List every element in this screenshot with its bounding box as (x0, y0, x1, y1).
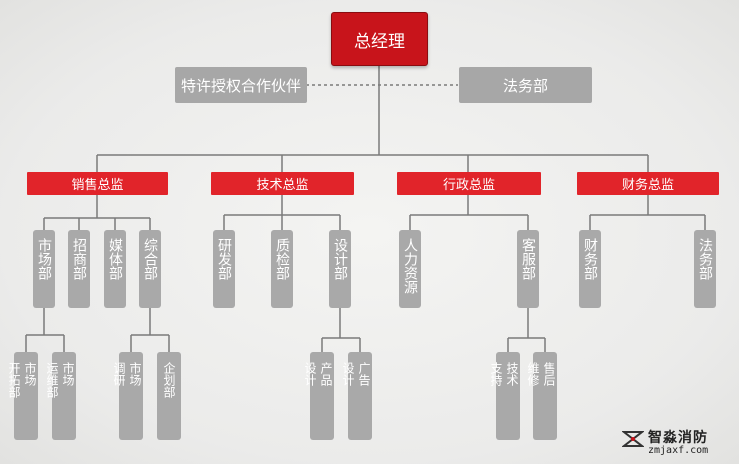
label-column: 市场 (23, 362, 37, 386)
node-general-dept: 综合部 (139, 230, 161, 308)
node-design-dept: 设计部 (329, 230, 351, 308)
node-rnd-dept: 研发部 (213, 230, 235, 308)
node-after-sales: 售后维修 (526, 352, 557, 440)
label-column: 产品 (319, 362, 333, 386)
watermark-url: zmjaxf.com (648, 445, 709, 456)
node-product-design: 产品设计 (303, 352, 334, 440)
watermark-name: 智淼消防 (648, 430, 708, 446)
node-market-expansion: 市场开拓部 (7, 352, 38, 440)
label-column: 调研 (112, 362, 126, 386)
label-column: 技术 (505, 362, 519, 386)
node-tech-support: 技术支持 (489, 352, 520, 440)
node-legal-top: 法务部 (459, 67, 592, 103)
label-column: 市场 (61, 362, 75, 386)
label-column: 开拓部 (7, 362, 21, 398)
watermark-logo: 智淼消防 zmjaxf.com (622, 426, 734, 460)
node-investment-dept: 招商部 (68, 230, 90, 308)
label-column: 售后 (542, 362, 556, 386)
label-column: 市场 (128, 362, 142, 386)
label-column: 维修 (526, 362, 540, 386)
node-admin-director: 行政总监 (397, 172, 541, 195)
label-column: 设计 (341, 362, 355, 386)
node-ad-design: 广告设计 (341, 352, 372, 440)
node-market-research: 市场调研 (112, 352, 143, 440)
node-marketing-dept: 市场部 (33, 230, 55, 308)
node-market-operation: 市场运维部 (45, 352, 76, 440)
label-column: 设计 (303, 362, 317, 386)
label-column: 运维部 (45, 362, 59, 398)
node-finance-dept: 财务部 (579, 230, 601, 308)
node-tech-director: 技术总监 (211, 172, 354, 195)
node-franchise-partner: 特许授权合作伙伴 (175, 67, 307, 103)
node-legal-dept: 法务部 (694, 230, 716, 308)
logo-icon (622, 431, 644, 447)
node-general-manager: 总经理 (331, 12, 428, 66)
node-planning-dept: 企划部 (157, 352, 181, 440)
node-qa-dept: 质检部 (271, 230, 293, 308)
label-column: 广告 (357, 362, 371, 386)
node-media-dept: 媒体部 (104, 230, 126, 308)
node-hr-dept: 人力资源 (399, 230, 421, 308)
label-column: 支持 (489, 362, 503, 386)
node-finance-director: 财务总监 (577, 172, 719, 195)
node-service-dept: 客服部 (517, 230, 539, 308)
node-sales-director: 销售总监 (27, 172, 168, 195)
